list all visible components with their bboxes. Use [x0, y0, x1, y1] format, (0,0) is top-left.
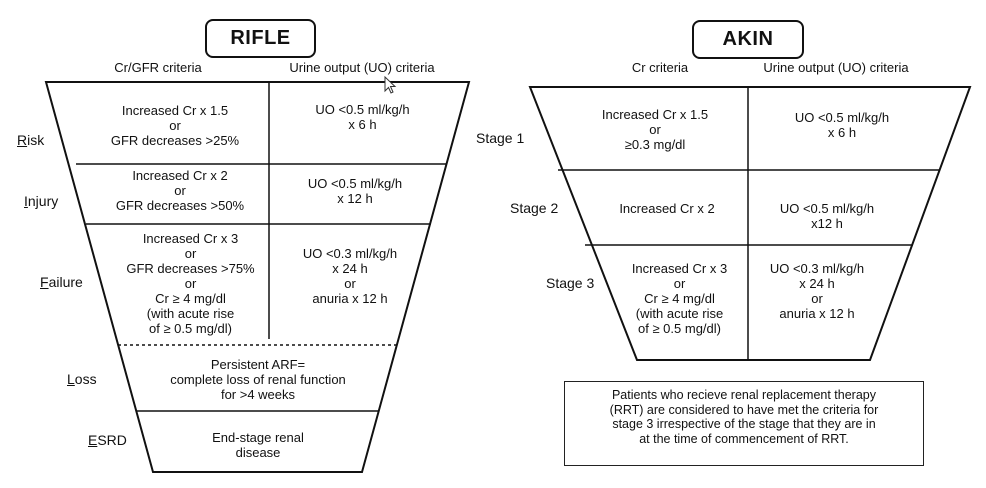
rifle-stage-loss-rest: oss: [74, 371, 97, 387]
akin-header-cr: Cr criteria: [631, 60, 689, 75]
akin-stage3-cr-line: Cr ≥ 4 mg/dl: [644, 291, 715, 306]
akin-stage-1: Stage 1: [476, 130, 525, 146]
rifle-funnel-outline: [44, 81, 471, 473]
rifle-risk-cr-criteria: Increased Cr x 1.5 or GFR decreases >25%: [90, 103, 260, 148]
akin-stage1-uo-criteria: UO <0.5 ml/kg/h x 6 h: [762, 110, 922, 140]
rifle-stage-risk-initial: R: [17, 132, 28, 148]
rifle-injury-cr-line: GFR decreases >50%: [115, 198, 245, 213]
rifle-failure-cr-line: or: [184, 246, 197, 261]
rifle-injury-cr-line: Increased Cr x 2: [132, 168, 228, 183]
akin-stage-3: Stage 3: [546, 275, 595, 291]
akin-stage2-cr-criteria: Increased Cr x 2: [592, 201, 742, 216]
rifle-injury-uo-line: UO <0.5 ml/kg/h: [307, 176, 403, 191]
akin-rrt-note-line: Patients who recieve renal replacement t…: [611, 388, 877, 402]
rifle-loss-line: complete loss of renal function: [170, 372, 346, 387]
rifle-failure-cr-line: Increased Cr x 3: [142, 231, 239, 246]
rifle-stage-risk-rest: isk: [27, 132, 45, 148]
rifle-failure-cr-line: GFR decreases >75%: [126, 261, 255, 276]
rifle-failure-cr-line: Cr ≥ 4 mg/dl: [155, 291, 226, 306]
akin-stage3-uo-line: anuria x 12 h: [779, 306, 855, 321]
mouse-pointer-icon: [384, 76, 397, 94]
rifle-esrd-description: End-stage renal disease: [188, 430, 328, 460]
akin-header-urine-output: Urine output (UO) criteria: [763, 60, 909, 75]
rifle-injury-uo-line: x 12 h: [337, 191, 373, 206]
rifle-loss-description: Persistent ARF= complete loss of renal f…: [148, 357, 368, 402]
rifle-risk-uo-criteria: UO <0.5 ml/kg/h x 6 h: [280, 102, 445, 132]
akin-stage3-uo-line: x 24 h: [799, 276, 835, 291]
rifle-failure-uo-line: or: [344, 276, 356, 291]
rifle-failure-uo-line: anuria x 12 h: [312, 291, 388, 306]
akin-stage1-uo-line: UO <0.5 ml/kg/h: [794, 110, 890, 125]
rifle-stage-loss: Loss: [67, 372, 97, 387]
akin-funnel-outline: [528, 86, 972, 361]
akin-stage3-uo-line: UO <0.3 ml/kg/h: [769, 261, 865, 276]
rifle-risk-uo-line: UO <0.5 ml/kg/h: [315, 102, 410, 117]
rifle-failure-uo-criteria: UO <0.3 ml/kg/h x 24 h or anuria x 12 h: [280, 246, 420, 306]
akin-stage3-cr-criteria: Increased Cr x 3 or Cr ≥ 4 mg/dl (with a…: [612, 261, 747, 336]
rifle-injury-cr-criteria: Increased Cr x 2 or GFR decreases >50%: [100, 168, 260, 213]
rifle-stage-failure-rest: ailure: [48, 274, 83, 290]
rifle-stage-injury-rest: njury: [27, 193, 59, 209]
akin-stage1-cr-line: ≥0.3 mg/dl: [624, 137, 686, 152]
akin-rrt-note-line: stage 3 irrespective of the stage that t…: [612, 417, 876, 431]
akin-stage2-uo-criteria: UO <0.5 ml/kg/h x12 h: [752, 201, 902, 231]
rifle-failure-uo-line: x 24 h: [332, 261, 368, 276]
rifle-failure-cr-criteria: Increased Cr x 3 or GFR decreases >75% o…: [118, 231, 263, 336]
akin-stage3-cr-line: or: [673, 276, 686, 291]
rifle-loss-line: Persistent ARF=: [210, 357, 306, 372]
rifle-failure-cr-line: or: [184, 276, 197, 291]
rifle-loss-line: for >4 weeks: [220, 387, 296, 402]
rifle-risk-uo-line: x 6 h: [348, 117, 377, 132]
rifle-failure-cr-line: of ≥ 0.5 mg/dl): [148, 321, 232, 336]
rifle-header-cr-gfr: Cr/GFR criteria: [114, 60, 202, 75]
rifle-risk-cr-line: Increased Cr x 1.5: [121, 103, 229, 118]
akin-rrt-note-line: (RRT) are considered to have met the cri…: [609, 402, 879, 417]
akin-stage1-uo-line: x 6 h: [827, 125, 857, 140]
rifle-header-urine-output: Urine output (UO) criteria: [289, 60, 435, 75]
akin-stage2-uo-line: UO <0.5 ml/kg/h: [779, 201, 875, 216]
rifle-esrd-line: disease: [235, 445, 281, 460]
rifle-esrd-line: End-stage renal: [212, 430, 304, 445]
rifle-title-box: RIFLE: [205, 19, 316, 58]
akin-stage3-cr-line: of ≥ 0.5 mg/dl): [637, 321, 721, 336]
akin-stage2-cr-line: Increased Cr x 2: [619, 201, 715, 216]
rifle-stage-failure: Failure: [40, 275, 83, 290]
rifle-stage-injury: Injury: [24, 194, 58, 209]
rifle-risk-cr-line: GFR decreases >25%: [110, 133, 240, 148]
akin-title: AKIN: [722, 28, 774, 50]
akin-stage3-cr-line: Increased Cr x 3: [631, 261, 728, 276]
rifle-failure-uo-line: UO <0.3 ml/kg/h: [302, 246, 398, 261]
rifle-injury-uo-criteria: UO <0.5 ml/kg/h x 12 h: [280, 176, 430, 206]
rifle-failure-cr-line: (with acute rise: [146, 306, 235, 321]
rifle-stage-esrd-rest: SRD: [97, 432, 127, 448]
akin-stage2-uo-line: x12 h: [811, 216, 843, 231]
rifle-stage-esrd: ESRD: [88, 433, 127, 448]
rifle-stage-loss-initial: L: [67, 371, 75, 387]
akin-stage1-cr-criteria: Increased Cr x 1.5 or ≥0.3 mg/dl: [570, 107, 740, 152]
rifle-risk-cr-line: or: [169, 118, 181, 133]
akin-stage1-cr-line: or: [649, 122, 661, 137]
rifle-stage-risk: Risk: [17, 133, 44, 148]
akin-stage3-uo-criteria: UO <0.3 ml/kg/h x 24 h or anuria x 12 h: [752, 261, 882, 321]
rifle-title: RIFLE: [230, 27, 291, 49]
akin-title-box: AKIN: [692, 20, 804, 59]
rifle-injury-cr-line: or: [174, 183, 186, 198]
akin-stage3-cr-line: (with acute rise: [635, 306, 724, 321]
rifle-stage-failure-initial: F: [40, 274, 49, 290]
rifle-stage-esrd-initial: E: [88, 432, 98, 448]
rifle-stage-injury-initial: I: [24, 193, 28, 209]
akin-stage-2: Stage 2: [510, 200, 559, 216]
akin-stage3-uo-line: or: [811, 291, 823, 306]
akin-rrt-note: Patients who recieve renal replacement t…: [564, 381, 924, 466]
akin-rrt-note-line: at the time of commencement of RRT.: [639, 431, 849, 446]
akin-stage1-cr-line: Increased Cr x 1.5: [601, 107, 709, 122]
